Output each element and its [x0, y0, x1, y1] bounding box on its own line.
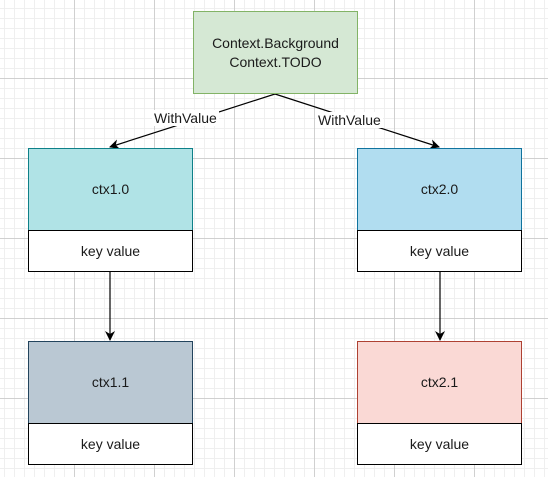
ctx2-0-label: ctx2.0	[420, 181, 459, 197]
root-node: Context.Background Context.TODO	[193, 11, 358, 94]
ctx2-0-node: ctx2.0	[357, 148, 522, 231]
root-line1: Context.Background	[212, 34, 339, 51]
edge-label-left: WithValue	[152, 110, 219, 126]
ctx1-1-node: ctx1.1	[28, 341, 193, 424]
ctx1-1-label: ctx1.1	[91, 374, 130, 390]
edge-label-right: WithValue	[316, 112, 383, 128]
ctx1-0-label: ctx1.0	[91, 181, 130, 197]
ctx2-0-value: key value	[357, 230, 522, 272]
ctx2-1-node: ctx2.1	[357, 341, 522, 424]
ctx2-1-value: key value	[357, 423, 522, 465]
ctx2-1-label: ctx2.1	[420, 374, 459, 390]
root-line2: Context.TODO	[229, 53, 322, 70]
ctx1-1-value: key value	[28, 423, 193, 465]
ctx1-1-value-label: key value	[80, 435, 141, 452]
ctx2-1-value-label: key value	[409, 435, 470, 452]
ctx1-0-value-label: key value	[80, 242, 141, 259]
ctx2-0-value-label: key value	[409, 242, 470, 259]
ctx1-0-value: key value	[28, 230, 193, 272]
ctx1-0-node: ctx1.0	[28, 148, 193, 231]
